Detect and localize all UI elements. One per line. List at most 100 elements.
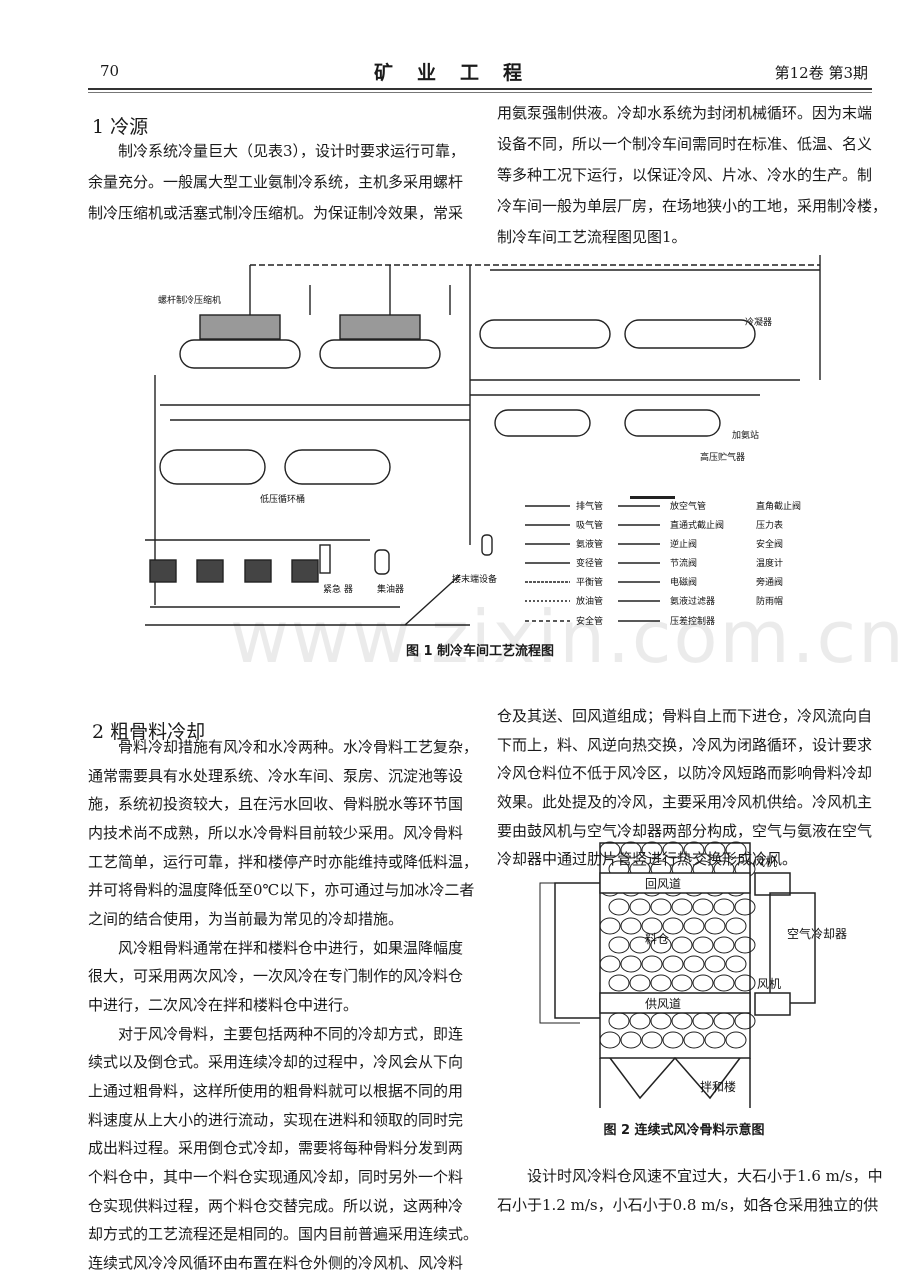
stone — [629, 974, 651, 992]
header-rule-thin — [88, 92, 872, 93]
fan-bottom — [754, 992, 791, 1016]
legend-item: 放空气管 — [670, 500, 706, 512]
legend-item: 直通式截止阀 — [670, 519, 724, 531]
stone — [734, 1012, 756, 1030]
mixing-plant-label: 拌和楼 — [700, 1079, 736, 1094]
stone — [608, 936, 630, 954]
legend-item: 排气管 — [576, 500, 603, 512]
text-line: 仓及其送、回风道组成；骨料自上而下进仓，冷风流向自 — [497, 707, 873, 725]
text-line: 料速度从上大小的进行流动，实现在进料和领取的同时完 — [88, 1110, 464, 1129]
page-number: 70 — [100, 62, 120, 80]
text-line: 施，系统初投资较大，且在污水回收、骨料脱水等环节国 — [88, 795, 464, 814]
stone — [650, 898, 672, 916]
issue-label: 第12卷 第3期 — [774, 64, 868, 82]
legend-pipes: 排气管 吸气管 氨液管 变径管 平衡管 放油管 安全管 — [525, 500, 603, 627]
section1-heading: 1 冷源 — [92, 116, 149, 138]
text-line: 内技术尚不成熟，所以水冷骨料目前较少采用。风冷骨料 — [88, 823, 464, 842]
oil-collector — [374, 549, 390, 575]
text-line: 效果。此处提及的冷风，主要采用冷风机供给。冷风机主 — [497, 792, 873, 811]
stone — [683, 917, 705, 935]
condensers — [250, 255, 821, 380]
to-end-label: 接末端设备 — [452, 573, 497, 585]
stone — [704, 917, 726, 935]
compressor-units — [179, 265, 451, 369]
text-line: 工艺简单，运行可靠，拌和楼停产时亦能维持或降低料温， — [88, 852, 479, 871]
legend-instruments: 直角截止阀 压力表 安全阀 温度计 旁通阀 防雨帽 — [756, 500, 801, 607]
stone — [608, 898, 630, 916]
air-cooler-unit — [769, 892, 816, 1004]
legend-item: 电磁阀 — [670, 576, 697, 588]
hp-receiver-label: 高压贮气器 — [700, 451, 745, 463]
fan-top-label: 风机 — [753, 855, 777, 869]
legend-item: 安全阀 — [756, 538, 783, 550]
stone — [725, 1031, 747, 1049]
stone — [683, 1031, 705, 1049]
legend-item: 逆止阀 — [670, 538, 697, 550]
figure2-caption: 图 2 连续式风冷骨料示意图 — [603, 1123, 765, 1138]
legend-item: 温度计 — [756, 557, 783, 569]
stone — [641, 841, 663, 859]
legend-item: 压力表 — [756, 519, 783, 531]
hoppers — [609, 1056, 741, 1100]
fan-top — [754, 872, 791, 896]
text-line: 冷却器中通过肋片管竖进行热交换形成冷风。 — [497, 850, 798, 869]
stone — [683, 841, 705, 859]
stone — [608, 974, 630, 992]
text-line: 仓实现供料过程，两个料仓交替完成。所以说，这两种冷 — [88, 1196, 464, 1215]
text-line: 续式以及倒仓式。采用连续冷却的过程中，冷风会从下向 — [88, 1053, 464, 1072]
section2-bottom-text: 设计时风冷料仓风速不宜过大，大石小于1.6 m/s，中 石小于1.2 m/s，小… — [497, 1162, 883, 1219]
oil-collector-label: 集油器 — [377, 583, 404, 595]
stone — [620, 1031, 642, 1049]
ammonia-station-label: 加氨站 — [732, 429, 759, 441]
section2-heading: 2 粗骨料冷却 — [92, 721, 206, 743]
stone — [725, 841, 747, 859]
stone — [713, 936, 735, 954]
legend: 排气管 吸气管 氨液管 变径管 平衡管 放油管 安全管 放空气管 直通式截止阀 … — [525, 496, 801, 627]
legend-item: 平衡管 — [576, 576, 603, 588]
stone — [629, 898, 651, 916]
watermark: www.zixin.com.cn — [230, 595, 906, 679]
legend-item: 放油管 — [576, 595, 603, 607]
text-line: 石小于1.2 m/s，小石小于0.8 m/s，如各仓采用独立的供 — [497, 1195, 879, 1214]
text-line: 用氨泵强制供液。冷却水系统为封闭机械循环。因为末端 — [497, 104, 873, 122]
stone — [641, 955, 663, 973]
legend-item: 直角截止阀 — [756, 500, 801, 512]
stone — [671, 898, 693, 916]
text-line: 制冷系统冷量巨大（见表3），设计时要求运行可靠， — [118, 142, 466, 160]
text-line: 并可将骨料的温度降低至0℃以下，亦可通过与加冰冷二者 — [88, 881, 475, 900]
text-line: 设备不同，所以一个制冷车间需同时在标准、低温、名义 — [497, 135, 873, 153]
stone — [629, 936, 651, 954]
text-line: 中进行，二次风冷在拌和楼料仓中进行。 — [88, 995, 359, 1014]
stone — [692, 1012, 714, 1030]
stone — [620, 841, 642, 859]
text-line: 等多种工况下运行，以保证冷风、片冰、冷水的生产。制 — [497, 166, 873, 184]
left-duct — [554, 882, 600, 1019]
legend-item: 氨液过滤器 — [670, 595, 715, 607]
text-line: 冷车间一般为单层厂房，在场地狭小的工地，采用制冷楼， — [497, 197, 888, 215]
stone — [725, 955, 747, 973]
stone — [734, 974, 756, 992]
supply-duct — [599, 992, 751, 1014]
lp-drum-label: 低压循环桶 — [260, 493, 305, 505]
stone — [671, 936, 693, 954]
stone — [599, 841, 621, 859]
legend-item: 节流阀 — [670, 557, 697, 569]
legend-item: 压差控制器 — [670, 615, 715, 627]
stone — [662, 955, 684, 973]
stone — [599, 917, 621, 935]
air-coolers — [145, 539, 470, 626]
legend-item: 吸气管 — [576, 519, 603, 531]
fan-bottom-label: 风机 — [757, 977, 781, 991]
text-line: 很大，可采用两次风冷，一次风冷在专门制作的风冷料仓 — [88, 967, 464, 986]
stone — [734, 898, 756, 916]
legend-item: 变径管 — [576, 557, 603, 569]
figure1-flow-diagram: 螺杆制冷压缩机 冷凝器 加氨站 高压贮气器 低压循环桶 紧急 器 集油器 接末端… — [145, 255, 821, 627]
text-line: 成出料过程。采用倒仓式冷却，需要将每种骨料分发到两 — [88, 1139, 464, 1158]
stone — [620, 917, 642, 935]
text-line: 冷风仓料位不低于风冷区，以防冷风短路而影响骨料冷却 — [497, 764, 873, 783]
stone — [662, 917, 684, 935]
stone — [713, 1012, 735, 1030]
supply-duct-label: 供风道 — [645, 997, 681, 1011]
legend-item: 旁通阀 — [756, 576, 783, 588]
stone — [671, 1012, 693, 1030]
